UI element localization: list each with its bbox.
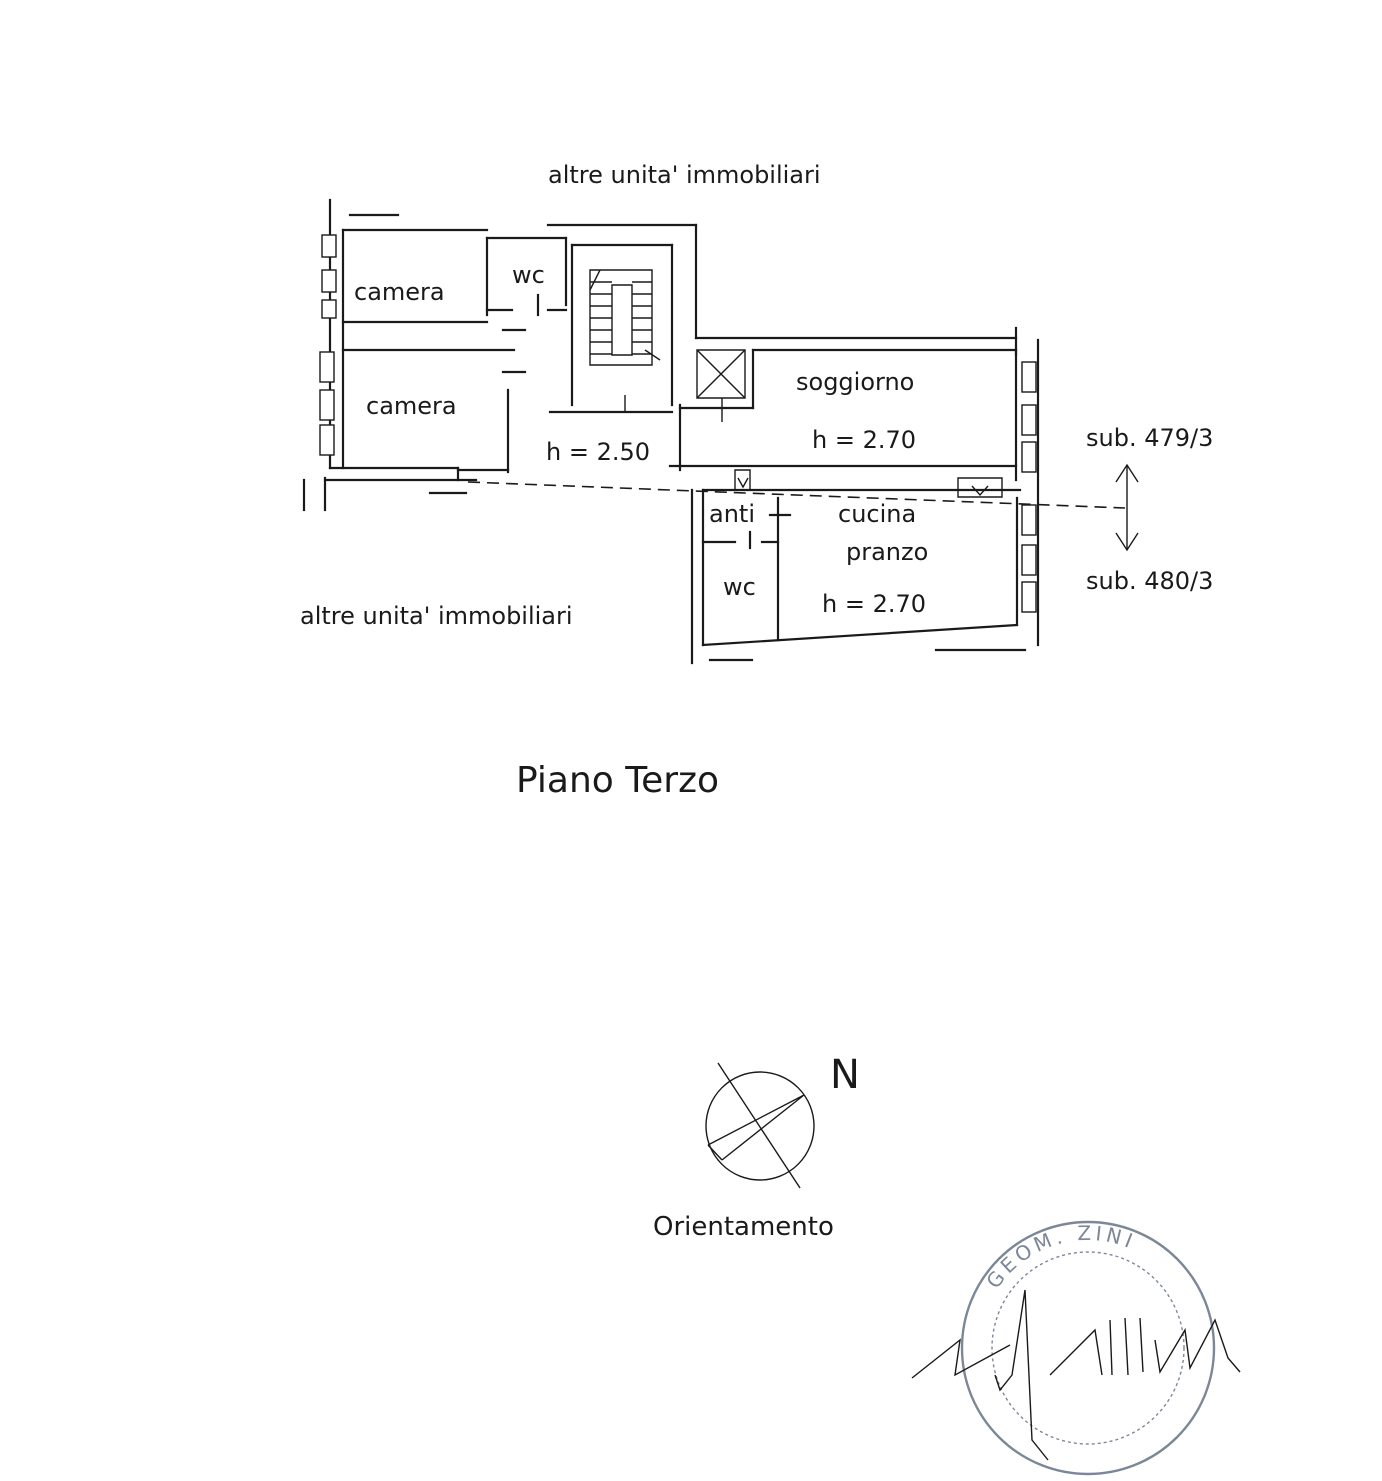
room-label-camera-2: camera <box>366 392 457 420</box>
walls <box>302 198 1040 665</box>
room-label-anti: anti <box>709 500 755 528</box>
subdivision-arrow <box>1115 463 1139 552</box>
compass-north-label: N <box>830 1052 860 1098</box>
floor-title: Piano Terzo <box>516 760 719 801</box>
height-label-soggiorno: h = 2.70 <box>812 426 916 454</box>
stamp-seal: GEOM. ZINI <box>960 1220 1216 1476</box>
compass-caption: Orientamento <box>653 1212 834 1242</box>
room-label-wc-1: wc <box>512 261 545 289</box>
room-label-wc-2: wc <box>723 573 756 601</box>
height-label-cucina: h = 2.70 <box>822 590 926 618</box>
room-label-pranzo: pranzo <box>846 538 928 566</box>
svg-text:GEOM. ZINI: GEOM. ZINI <box>981 1221 1139 1293</box>
neighbor-bottom-label: altre unita' immobiliari <box>300 602 573 630</box>
signature <box>911 1289 1241 1461</box>
subdivision-line <box>467 481 1126 509</box>
stamp-ring-text: GEOM. ZINI <box>981 1221 1135 1293</box>
height-label-corridor: h = 2.50 <box>546 438 650 466</box>
subdivision-lower-label: sub. 480/3 <box>1086 567 1213 595</box>
compass-icon <box>705 1062 815 1189</box>
room-label-cucina: cucina <box>838 500 916 528</box>
windows <box>319 234 1037 613</box>
subdivision-upper-label: sub. 479/3 <box>1086 424 1213 452</box>
room-label-soggiorno: soggiorno <box>796 368 914 396</box>
neighbor-top-label: altre unita' immobiliari <box>548 161 821 189</box>
room-label-camera-1: camera <box>354 278 445 306</box>
